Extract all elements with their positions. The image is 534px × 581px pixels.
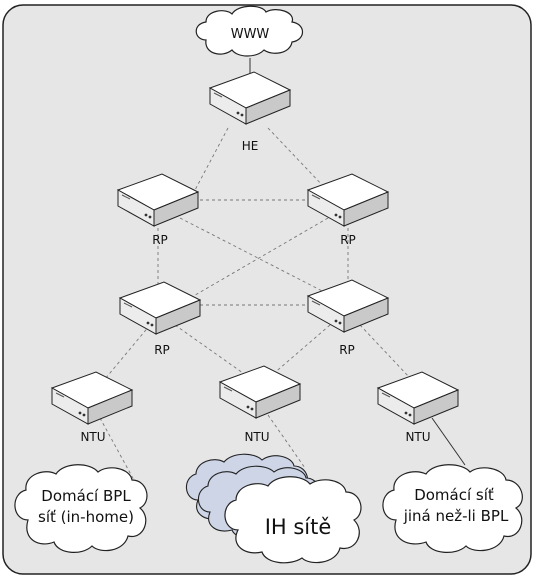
link-ntu-center-cloud [267, 414, 306, 469]
ih-networks-cloud: IH sítě [185, 453, 362, 564]
home-other-cloud: Domácí síť jiná než-li BPL [382, 464, 523, 553]
rp-mid-right-device: RP [307, 279, 389, 357]
he-device: HE [209, 71, 291, 153]
cloud-icon [195, 5, 304, 57]
link-he-rp-right [267, 127, 326, 189]
ntu-center-label: NTU [244, 430, 269, 444]
rp-mid-left-device: RP [119, 281, 201, 357]
network-links [99, 127, 411, 483]
cloud-icon [224, 476, 362, 564]
link-rp-tr-ml [177, 217, 329, 306]
ntu-center-device: NTU [219, 365, 301, 444]
rp-mid-right-label: RP [339, 343, 355, 357]
home-bpl-line2: síť (in-home) [38, 508, 134, 526]
ntu-left-device: NTU [51, 371, 133, 444]
home-bpl-cloud: Domácí BPL síť (in-home) [14, 464, 148, 553]
rp-mid-left-label: RP [154, 343, 170, 357]
he-label: HE [242, 139, 259, 153]
home-bpl-line1: Domácí BPL [41, 487, 131, 505]
www-cloud: WWW [195, 5, 304, 57]
ntu-right-device: NTU [377, 371, 459, 444]
link-ntu-left-cloud [99, 417, 136, 483]
rp-top-right-label: RP [340, 233, 356, 247]
link-ml-ntu-left [99, 324, 151, 386]
rp-top-right-device: RP [307, 173, 389, 247]
rp-top-left-label: RP [152, 233, 168, 247]
rp-top-left-device: RP [117, 173, 199, 247]
link-mr-ntu-center [271, 324, 331, 376]
ih-networks-label: IH sítě [265, 515, 332, 539]
ntu-left-label: NTU [80, 430, 105, 444]
cloud-icon [14, 464, 148, 553]
link-rp-tl-mr [179, 217, 331, 296]
home-other-line2: jiná než-li BPL [403, 507, 509, 525]
diagram-panel [2, 4, 532, 575]
cloud-icon [382, 464, 523, 553]
www-label: WWW [231, 27, 270, 42]
ntu-right-label: NTU [405, 430, 430, 444]
home-other-line1: Domácí síť [414, 486, 494, 504]
link-ntu-right-cloud [431, 417, 466, 466]
link-mr-ntu-right [359, 324, 411, 379]
